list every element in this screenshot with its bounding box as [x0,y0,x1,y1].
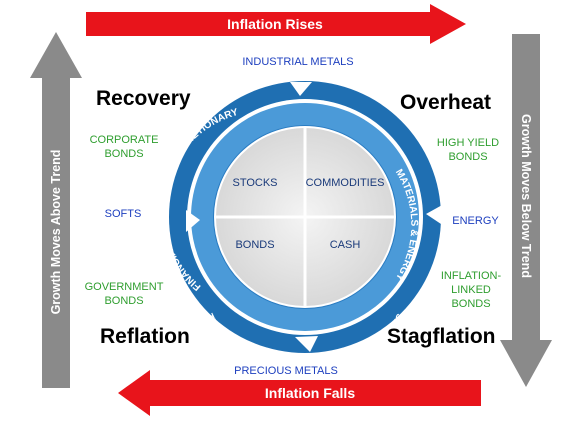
quadrant-cash: CASH [329,239,361,251]
asset-core [214,126,396,308]
government-bonds-line-1: GOVERNMENT [84,281,164,293]
growth-above-trend-label: Growth Moves Above Trend [49,149,63,315]
corporate-bonds-line-1: CORPORATE [89,134,159,146]
inflation-rises-label: Inflation Rises [227,16,323,32]
inflation-rises-arrow [86,4,466,44]
phase-reflation: Reflation [100,325,190,348]
quadrant-stocks: STOCKS [232,177,278,189]
precious-metals-label: PRECIOUS METALS [234,365,338,377]
phase-overheat: Overheat [400,91,492,114]
inflation-linked-bonds-line-2: LINKED [451,283,491,296]
inflation-linked-bonds-line-1: INFLATION- [440,270,502,282]
government-bonds-line-2: BONDS [104,294,144,307]
phase-stagflation: Stagflation [387,325,496,348]
quadrant-commodities: COMMODITIES [305,177,385,189]
government-bonds-label: GOVERNMENT BONDS [78,281,170,309]
corporate-bonds-label: CORPORATE BONDS [84,134,164,162]
high-yield-bonds-line-1: HIGH YIELD [436,137,500,149]
phase-recovery: Recovery [96,87,191,110]
inflation-falls-arrow [118,370,481,416]
growth-below-trend-label: Growth Moves Below Trend [519,114,533,278]
high-yield-bonds-label: HIGH YIELD BONDS [430,137,506,165]
energy-label: ENERGY [452,215,499,227]
quadrant-bonds: BONDS [235,239,275,251]
high-yield-bonds-line-2: BONDS [448,150,488,163]
softs-label: SOFTS [104,208,142,220]
inflation-linked-bonds-line-3: BONDS [451,297,491,310]
inflation-linked-bonds-label: INFLATION- LINKED BONDS [436,270,506,311]
corporate-bonds-line-2: BONDS [104,147,144,160]
inflation-falls-label: Inflation Falls [264,385,356,401]
industrial-metals-label: INDUSTRIAL METALS [242,56,354,68]
growth-above-trend-arrow [30,32,82,388]
growth-below-trend-arrow [500,34,552,387]
